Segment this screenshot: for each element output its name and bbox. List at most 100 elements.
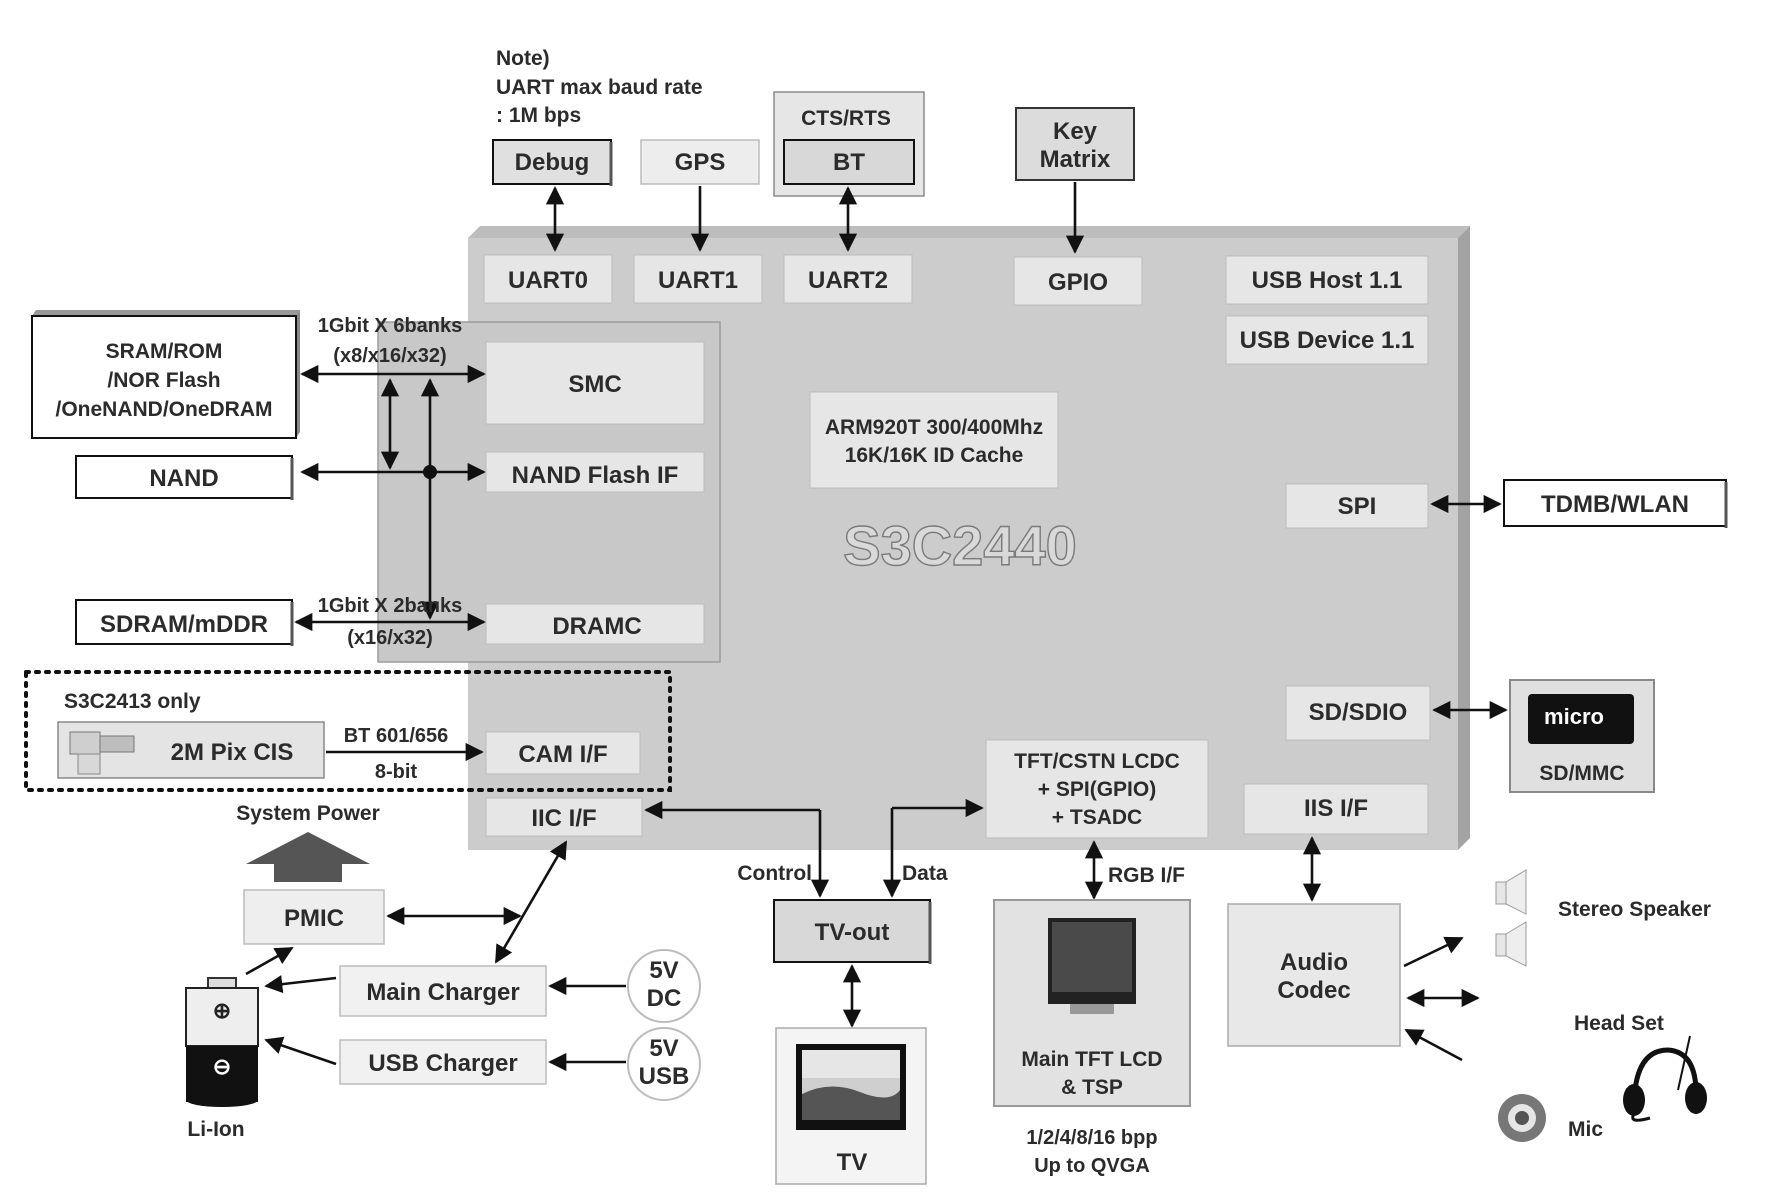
core-line-2: 16K/16K ID Cache [845,444,1024,467]
svg-text:SMC: SMC [568,371,621,398]
svg-text:/NOR Flash: /NOR Flash [107,369,220,392]
svg-text:TV: TV [837,1149,868,1176]
camera-module-icon [69,731,101,755]
chip-name: S3C2440 [843,514,1077,577]
svg-text:TDMB/WLAN: TDMB/WLAN [1541,491,1689,518]
s3c2413-camera-group: S3C2413 only 2M Pix CIS BT 601/656 8-bit [24,670,672,792]
main-lcd-block: Main TFT LCD & TSP [993,899,1191,1107]
system-power-label: System Power [236,802,380,825]
svg-text:/OneNAND/OneDRAM: /OneNAND/OneDRAM [55,398,272,421]
svg-text:PMIC: PMIC [284,905,344,932]
svg-text:SD/MMC: SD/MMC [1539,762,1624,785]
svg-text:SRAM/ROM: SRAM/ROM [106,340,223,363]
svg-text:UART1: UART1 [658,267,738,294]
arm-core-block: ARM920T 300/400Mhz 16K/16K ID Cache [809,391,1059,489]
speaker-icon [1495,869,1527,967]
battery-minus-icon: ⊖ [213,1054,231,1079]
lcdc-port: TFT/CSTN LCDC + SPI(GPIO) + TSADC [985,739,1209,839]
audio-speaker-link [1403,936,1464,968]
svg-text:UART0: UART0 [508,267,588,294]
pmic-block: PMIC [243,889,385,945]
sd-mmc-block: micro SD/MMC [1509,679,1655,793]
svg-text:Main Charger: Main Charger [366,979,519,1006]
note-line-2: UART max baud rate [496,76,703,99]
svg-text:+ SPI(GPIO): + SPI(GPIO) [1038,778,1156,801]
bus2-label-1: 1Gbit X 2banks [318,595,463,617]
svg-text:UART2: UART2 [808,267,888,294]
svg-text:TV-out: TV-out [815,919,890,946]
svg-text:SD/SDIO: SD/SDIO [1309,699,1408,726]
camera-bus-label-2: 8-bit [375,761,418,783]
memory-bus [294,364,486,632]
tv-block: TV [775,1027,927,1185]
tdmb-wlan-block: TDMB/WLAN [1503,479,1728,528]
svg-text:Debug: Debug [515,149,590,176]
usb-device-port: USB Device 1.1 [1225,315,1429,365]
svg-text:BT: BT [833,149,865,176]
svg-text:micro: micro [1544,704,1604,729]
bt-block: BT [783,139,915,185]
svg-text:USB Host 1.1: USB Host 1.1 [1252,267,1403,294]
iic-if-port: IIC I/F [485,797,643,837]
bpp-label-2: Up to QVGA [1034,1155,1150,1177]
debug-block: Debug [492,139,613,186]
system-power-arrow [246,832,370,864]
bus2-label-2: (x16/x32) [347,627,433,649]
svg-text:& TSP: & TSP [1061,1076,1123,1099]
uart2-port: UART2 [783,254,913,304]
core-line-1: ARM920T 300/400Mhz [825,416,1043,439]
nand-if-port: NAND Flash IF [485,451,705,493]
uart0-port: UART0 [483,254,613,304]
spi-port: SPI [1285,483,1429,529]
svg-text:Key: Key [1053,118,1098,145]
dramc-port: DRAMC [485,603,705,645]
tv-out-block: TV-out [773,899,932,964]
battery-icon: ⊕ ⊖ [185,977,259,1107]
power-links [245,840,626,1072]
camera-group-label: S3C2413 only [64,690,201,713]
cam-if-port: CAM I/F [485,731,641,775]
smc-port: SMC [485,341,705,425]
svg-text:DRAMC: DRAMC [552,613,641,640]
bus1-label-1: 1Gbit X 6banks [318,315,463,337]
key-matrix-block: Key Matrix [1015,107,1135,181]
svg-text:IIC I/F: IIC I/F [531,805,596,832]
svg-text:USB: USB [639,1063,690,1090]
sdio-port: SD/SDIO [1285,685,1431,741]
headset-icon [1623,1035,1707,1122]
sram-rom-block: SRAM/ROM /NOR Flash /OneNAND/OneDRAM [31,310,300,439]
svg-text:CAM I/F: CAM I/F [518,741,607,768]
mic-label: Mic [1568,1118,1603,1141]
system-power-arrow-stem [274,864,342,882]
svg-text:SPI: SPI [1338,493,1377,520]
svg-text:GPS: GPS [675,149,726,176]
svg-text:NAND: NAND [149,465,218,492]
dc-5v-source: 5V DC [627,949,701,1023]
battery-label: Li-Ion [187,1118,244,1141]
speaker-label: Stereo Speaker [1558,898,1711,921]
control-label: Control [737,862,812,885]
svg-text:DC: DC [647,985,682,1012]
gpio-port: GPIO [1013,256,1143,306]
svg-text:IIS I/F: IIS I/F [1304,795,1368,822]
svg-text:Matrix: Matrix [1040,146,1111,173]
gps-block: GPS [640,139,760,185]
headset-label: Head Set [1574,1012,1664,1035]
main-charger-block: Main Charger [339,965,547,1017]
data-label: Data [902,862,948,885]
uart-note: Note) UART max baud rate : 1M bps [496,47,703,127]
svg-text:USB Device 1.1: USB Device 1.1 [1240,327,1415,354]
note-line-3: : 1M bps [496,104,581,127]
battery-plus-icon: ⊕ [213,998,231,1023]
bpp-label-1: 1/2/4/8/16 bpp [1026,1127,1157,1149]
svg-text:Main TFT LCD: Main TFT LCD [1021,1048,1162,1071]
cts-rts-group: CTS/RTS BT [773,91,925,197]
note-line-1: Note) [496,47,550,70]
cis-sensor-block: 2M Pix CIS [57,721,325,779]
svg-text:GPIO: GPIO [1048,269,1108,296]
svg-text:Audio: Audio [1280,949,1348,976]
usb-host-port: USB Host 1.1 [1225,255,1429,305]
svg-text:SDRAM/mDDR: SDRAM/mDDR [100,611,268,638]
svg-text:2M Pix CIS: 2M Pix CIS [171,739,294,766]
rgb-if-label: RGB I/F [1108,864,1185,887]
